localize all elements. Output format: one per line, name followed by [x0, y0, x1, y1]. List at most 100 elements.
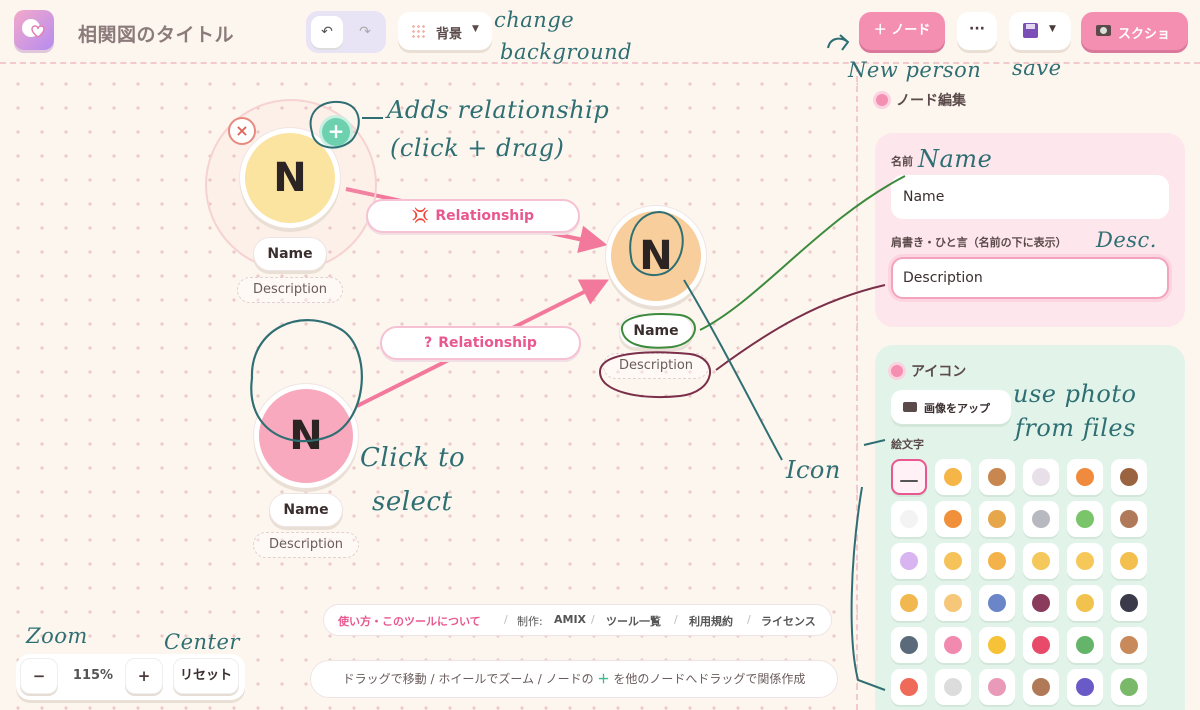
emoji-option-onigiri[interactable]	[935, 669, 971, 705]
emoji-option-cake[interactable]	[1023, 669, 1059, 705]
annotation-text: save	[1012, 56, 1062, 80]
upload-image-label: 画像をアップ	[924, 402, 990, 415]
save-button[interactable]: ▼	[1009, 12, 1071, 50]
emoji-option-tiger[interactable]	[935, 501, 971, 537]
emoji-option-bouquet[interactable]	[979, 669, 1015, 705]
add-node-button[interactable]: ＋ ノード	[859, 12, 945, 50]
maker-prefix: 制作:	[517, 615, 543, 628]
name-input[interactable]	[891, 175, 1169, 219]
emoji-option-koala[interactable]	[1023, 501, 1059, 537]
person-7-icon	[944, 594, 962, 612]
node-name-label[interactable]: Name	[253, 237, 327, 271]
maker-link[interactable]: AMIX	[554, 613, 587, 626]
delete-node-button[interactable]: ×	[228, 117, 256, 145]
zoom-out-button[interactable]: −	[20, 658, 58, 694]
emoji-option-donut[interactable]	[1111, 627, 1147, 663]
emoji-label: 絵文字	[891, 438, 924, 451]
emoji-option-person-3[interactable]	[1023, 543, 1059, 579]
annotation-text: select	[372, 487, 453, 517]
emoji-option-person-2[interactable]	[979, 543, 1015, 579]
emoji-option-rabbit[interactable]	[1023, 459, 1059, 495]
zoom-in-button[interactable]: +	[125, 658, 163, 694]
dog-icon	[988, 468, 1006, 486]
annotation-text: from files	[1015, 414, 1136, 442]
relationship-label[interactable]: ?Relationship	[380, 326, 581, 360]
redo-button[interactable]: ↷	[359, 24, 371, 40]
emoji-option-person-6[interactable]	[891, 585, 927, 621]
emoji-option-person-8[interactable]	[979, 585, 1015, 621]
node-edit-title: ノード編集	[896, 93, 966, 109]
emoji-option-frog[interactable]	[1067, 501, 1103, 537]
add-relationship-button[interactable]: +	[322, 118, 350, 146]
more-button[interactable]: ···	[957, 12, 997, 50]
description-input[interactable]	[891, 257, 1169, 299]
terms-link[interactable]: 利用規約	[689, 615, 733, 628]
background-button[interactable]: 背景 ▼	[398, 12, 492, 50]
node-description-label[interactable]: Description	[237, 277, 343, 303]
plus-icon: ＋	[597, 672, 610, 686]
emoji-option-panda[interactable]	[891, 501, 927, 537]
upload-image-button[interactable]: 画像をアップ	[891, 390, 1011, 424]
emoji-option-dog[interactable]	[979, 459, 1015, 495]
node-description-label[interactable]: Description	[603, 353, 709, 379]
emoji-option-monkey[interactable]	[1111, 501, 1147, 537]
screenshot-label: スクショ	[1118, 27, 1171, 42]
emoji-option-unicorn[interactable]	[891, 543, 927, 579]
page-title[interactable]: 相関図のタイトル	[78, 24, 235, 46]
node-avatar[interactable]: N	[254, 384, 358, 488]
node-description-label[interactable]: Description	[253, 532, 359, 558]
ribbon-icon	[1032, 636, 1050, 654]
screenshot-button[interactable]: スクショ	[1081, 12, 1188, 50]
emoji-option-bear[interactable]	[1111, 459, 1147, 495]
tiger-icon	[944, 510, 962, 528]
node-name-label[interactable]: Name	[619, 314, 693, 348]
emoji-option-lion[interactable]	[979, 501, 1015, 537]
flower-icon	[944, 636, 962, 654]
node-name-label[interactable]: Name	[269, 493, 343, 527]
emoji-option-fairy[interactable]	[1067, 585, 1103, 621]
annotation-text: Desc.	[1096, 228, 1157, 252]
emoji-option-cat[interactable]	[935, 459, 971, 495]
tools-link[interactable]: ツール一覧	[606, 615, 661, 628]
emoji-option-person-1[interactable]	[935, 543, 971, 579]
emoji-option-notebooks[interactable]	[1111, 669, 1147, 705]
emoji-option-flower[interactable]	[935, 627, 971, 663]
zoom-reset-button[interactable]: リセット	[173, 658, 239, 694]
cake-icon	[1032, 678, 1050, 696]
footer-separator: /	[747, 613, 751, 626]
license-link[interactable]: ライセンス	[761, 615, 816, 628]
relationship-label[interactable]: 💢Relationship	[366, 199, 580, 233]
monkey-icon	[1120, 510, 1138, 528]
annotation-text: Zoom	[26, 624, 88, 648]
node-edit-card: 名前 肩書き・ひと言（名前の下に表示）	[875, 133, 1185, 327]
app-logo[interactable]	[14, 10, 54, 50]
koala-icon	[1032, 510, 1050, 528]
about-link[interactable]: 使い方・このツールについて	[338, 615, 481, 628]
emoji-option-person-5[interactable]	[1111, 543, 1147, 579]
emoji-option-gamepad[interactable]	[1067, 669, 1103, 705]
emoji-option-person-4[interactable]	[1067, 543, 1103, 579]
node-avatar[interactable]: N	[606, 206, 706, 306]
emoji-option-person-7[interactable]	[935, 585, 971, 621]
emoji-option-books[interactable]	[891, 669, 927, 705]
emoji-option-sun[interactable]	[979, 627, 1015, 663]
name-field-label: 名前	[891, 155, 913, 168]
onigiri-icon	[944, 678, 962, 696]
person-2-icon	[988, 552, 1006, 570]
node-avatar[interactable]: N	[240, 128, 340, 228]
icon-heading: アイコン	[891, 361, 966, 381]
emoji-option-none[interactable]	[891, 459, 927, 495]
emoji-option-gift[interactable]	[1067, 627, 1103, 663]
emoji-option-ninja[interactable]	[1111, 585, 1147, 621]
ninja-icon	[1120, 594, 1138, 612]
lion-icon	[988, 510, 1006, 528]
zoom-level: 115%	[72, 668, 114, 683]
description-field-label: 肩書き・ひと言（名前の下に表示）	[891, 236, 1067, 249]
diagram-canvas[interactable]: N Name Description × + N Name Descriptio…	[0, 66, 858, 710]
undo-button[interactable]: ↶	[311, 16, 343, 48]
emoji-option-ribbon[interactable]	[1023, 627, 1059, 663]
emoji-option-fox[interactable]	[1067, 459, 1103, 495]
frog-icon	[1076, 510, 1094, 528]
emoji-option-zombie[interactable]	[891, 627, 927, 663]
emoji-option-vampire[interactable]	[1023, 585, 1059, 621]
